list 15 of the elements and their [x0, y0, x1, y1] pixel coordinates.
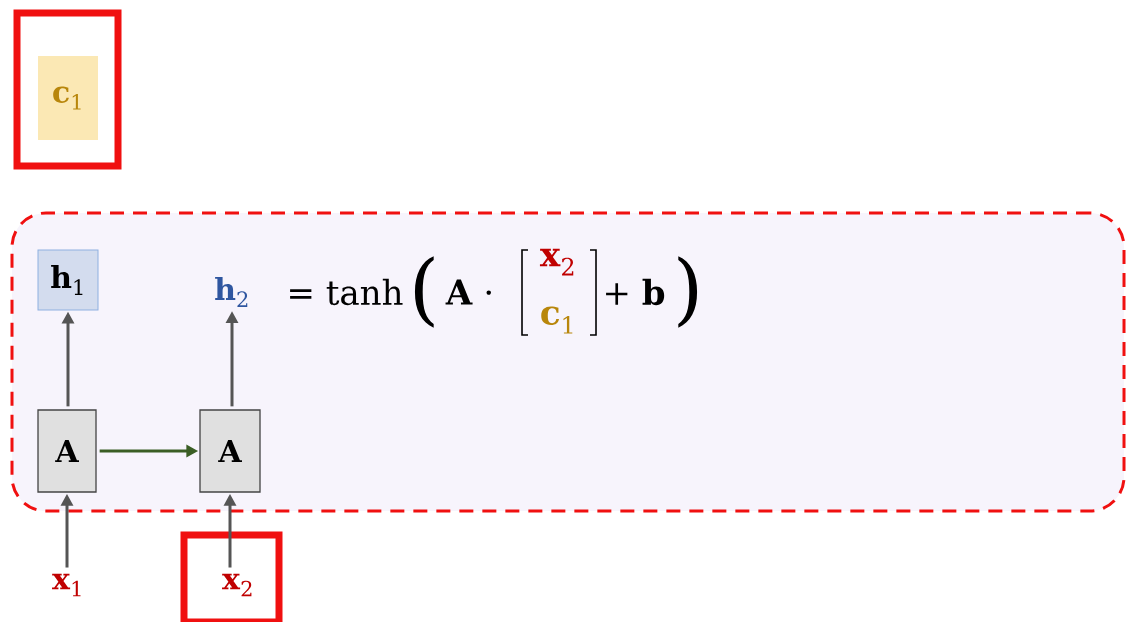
context-box: c$_{1}$ — [38, 56, 98, 140]
input-label: x$_{2}$ — [222, 573, 252, 597]
cell-box: A — [199, 409, 261, 493]
formula-part: x$_{2}$ — [539, 248, 574, 276]
formula-part: + b — [606, 278, 665, 306]
hidden-state-box: h$_{1}$ — [37, 249, 99, 311]
cell-box: A — [37, 409, 97, 493]
formula-part: ( — [414, 256, 434, 328]
formula-part: = tanh — [290, 278, 403, 306]
output-label: h$_{2}$ — [215, 277, 248, 307]
dashed-region — [10, 211, 1126, 513]
formula-part: ) — [678, 256, 698, 328]
formula-part: A · — [445, 279, 491, 305]
formula-part: c$_{1}$ — [541, 306, 573, 334]
input-label: x$_{1}$ — [52, 573, 81, 597]
